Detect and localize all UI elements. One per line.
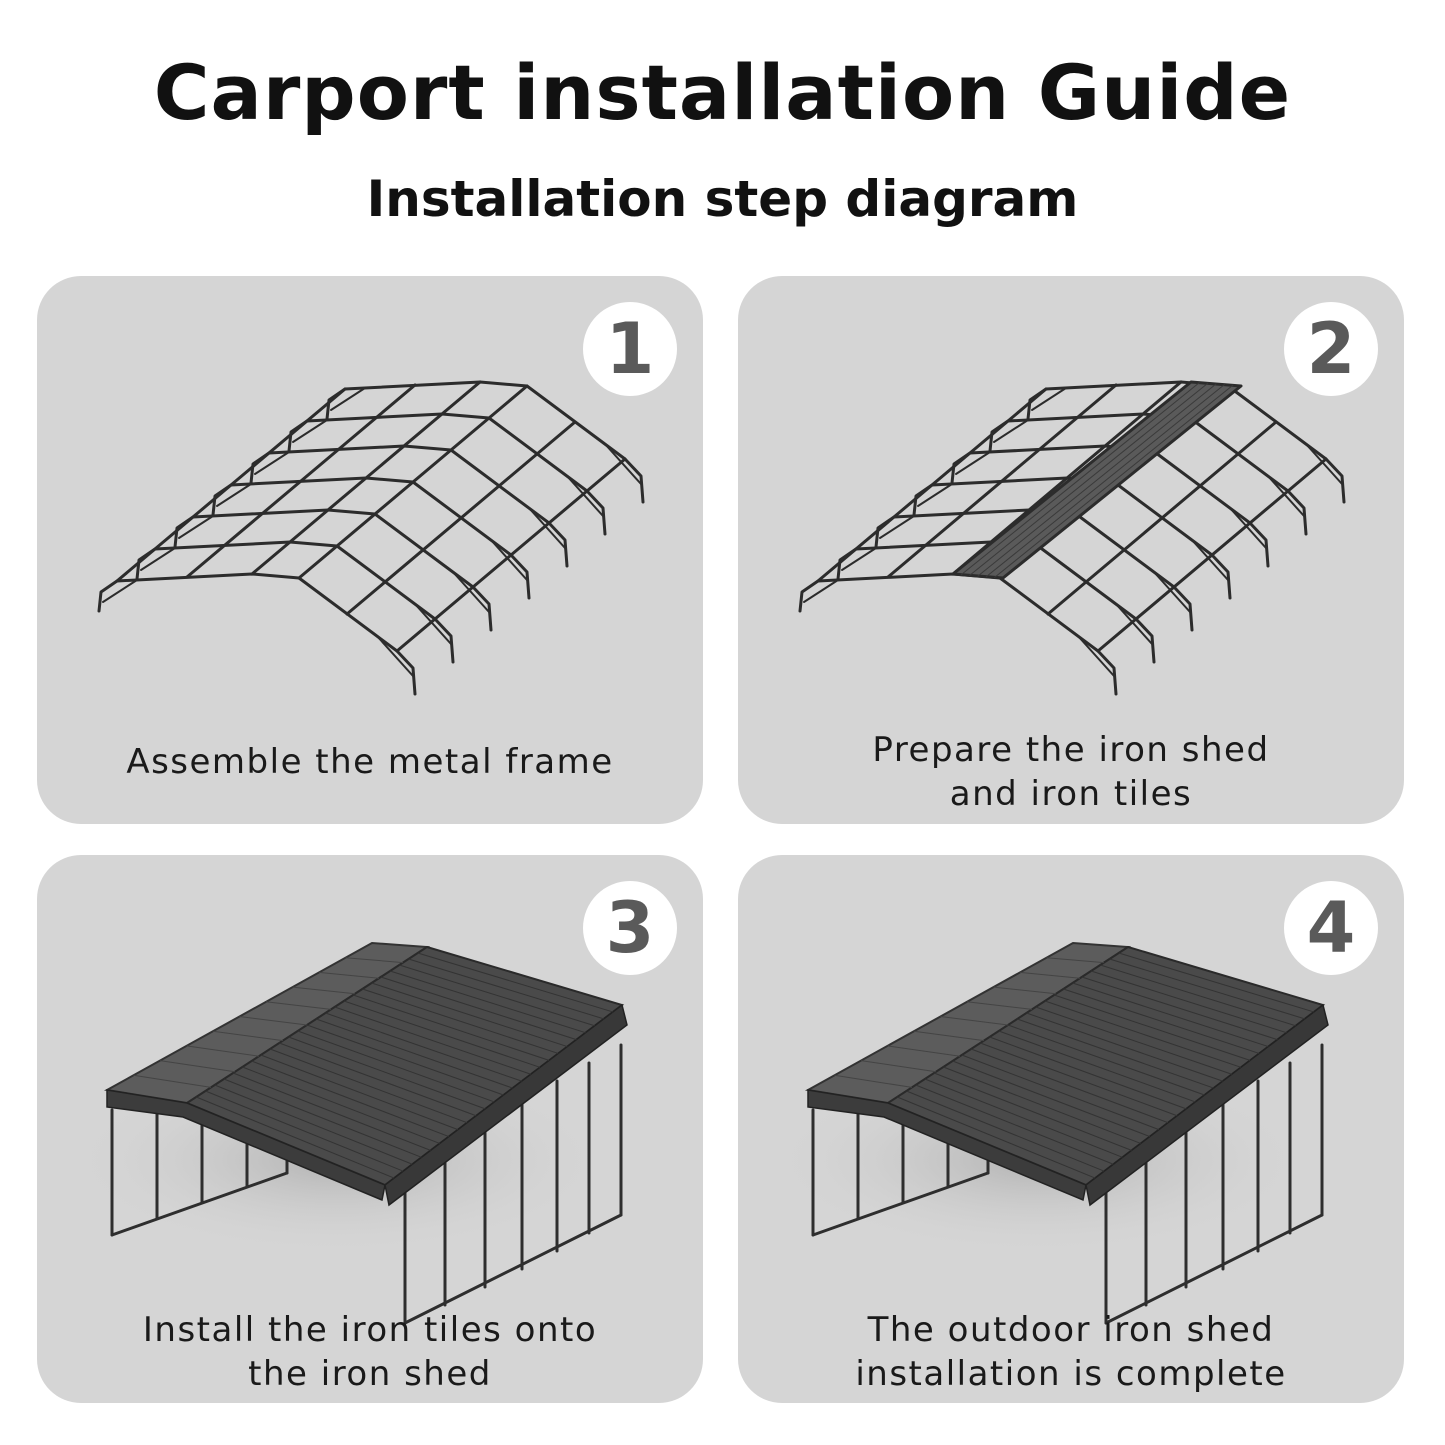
step-caption: The outdoor iron shed installation is co… [738,1308,1404,1396]
step-caption-line: Prepare the iron shed [872,730,1270,770]
page-subtitle: Installation step diagram [366,170,1079,228]
step-number-badge: 4 [1284,881,1378,975]
step-caption: Assemble the metal frame [37,740,703,784]
step-card-2: 2 Prepare the iron shed and iron tiles [738,276,1404,824]
step-caption-line: installation is complete [855,1354,1287,1394]
step-caption-line: Assemble the metal frame [126,742,614,782]
page-title: Carport installation Guide [153,48,1292,137]
step-caption-line: The outdoor iron shed [867,1310,1275,1350]
step-card-4: 4 The outdoor iron shed installation is … [738,855,1404,1403]
step-caption-line: Install the iron tiles onto [142,1310,598,1350]
step-caption-line: and iron tiles [949,774,1193,814]
step-caption-line: the iron shed [248,1354,492,1394]
step-number-badge: 3 [583,881,677,975]
step-caption: Install the iron tiles onto the iron she… [37,1308,703,1396]
step-caption: Prepare the iron shed and iron tiles [738,728,1404,816]
carport-complete-icon [768,941,1329,1325]
step-number-badge: 1 [583,302,677,396]
step-card-1: 1 Assemble the metal frame [37,276,703,824]
carport-frame-ridge-icon [798,380,1346,696]
step-number-badge: 2 [1284,302,1378,396]
carport-frame-icon [97,380,645,696]
step-card-3: 3 Install the iron tiles onto the iron s… [37,855,703,1403]
carport-roof-icon [67,941,628,1325]
